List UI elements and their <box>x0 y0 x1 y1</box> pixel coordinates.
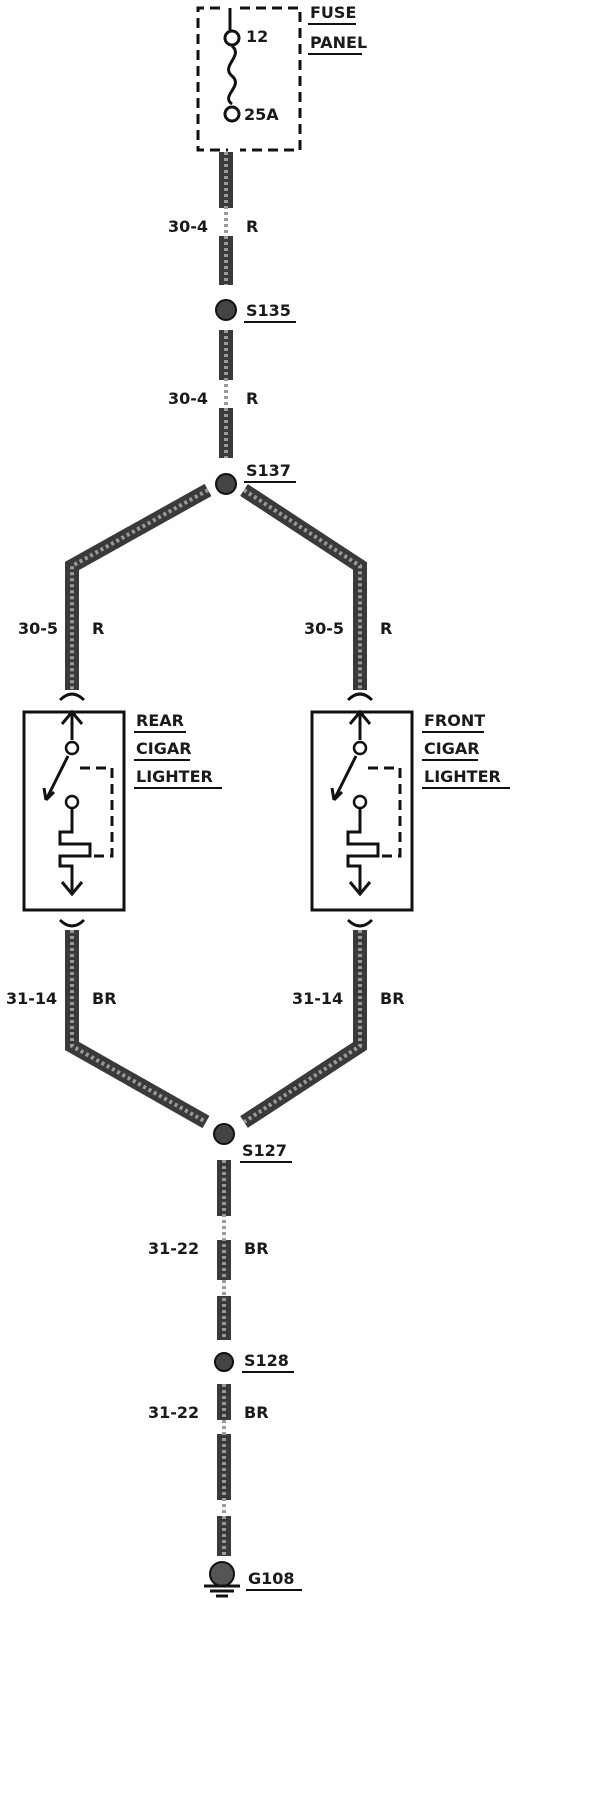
wire-31-14-left-color: BR <box>92 989 117 1008</box>
fuse-terminal-bottom <box>223 105 241 123</box>
ground-icon <box>209 1561 235 1587</box>
wire-30-4-upper: 30-4 R <box>168 152 258 285</box>
front-switch-arm-icon <box>332 755 358 801</box>
front-connector-top-icon <box>346 692 374 702</box>
fuse-rating: 25A <box>244 105 279 124</box>
wire-30-5-left: 30-5 R <box>18 483 212 690</box>
wire-31-14-right-color: BR <box>380 989 405 1008</box>
front-heating-element-icon <box>346 808 380 892</box>
wire-31-22-lower-circuit: 31-22 <box>148 1403 199 1422</box>
wire-31-14-left: 31-14 BR <box>6 930 210 1129</box>
rear-lighter-line3: LIGHTER <box>136 767 213 786</box>
wire-31-22-upper-circuit: 31-22 <box>148 1239 199 1258</box>
front-connector-bottom-icon <box>346 918 374 928</box>
wire-30-5-left-color: R <box>92 619 104 638</box>
wire-31-22-upper: 31-22 BR <box>148 1160 269 1340</box>
wire-31-22-lower-color: BR <box>244 1403 269 1422</box>
fuse-panel-title-line1: FUSE <box>310 3 356 22</box>
wire-31-14-right-circuit: 31-14 <box>292 989 343 1008</box>
wire-30-5-right-color: R <box>380 619 392 638</box>
wire-31-14-right: 31-14 BR <box>240 930 405 1128</box>
ground-g108: G108 <box>204 1561 302 1598</box>
wire-30-4-upper-circuit: 30-4 <box>168 217 208 236</box>
wire-31-22-lower: 31-22 BR <box>148 1384 269 1556</box>
front-lighter-line3: LIGHTER <box>424 767 501 786</box>
rear-lighter-line2: CIGAR <box>136 739 192 758</box>
wire-30-5-left-circuit: 30-5 <box>18 619 58 638</box>
rear-connector-top-icon <box>58 692 86 702</box>
splice-s137: S137 <box>215 461 296 495</box>
splice-s128-label: S128 <box>244 1351 289 1370</box>
rear-cigar-lighter: REAR CIGAR LIGHTER <box>22 692 222 928</box>
rear-lighter-line1: REAR <box>136 711 184 730</box>
wire-30-4-lower-circuit: 30-4 <box>168 389 208 408</box>
splice-s127: S127 <box>213 1123 292 1163</box>
fuse-panel-title-line2: PANEL <box>310 33 367 52</box>
ground-label: G108 <box>248 1569 295 1588</box>
fuse-terminal-top <box>223 29 241 47</box>
wire-30-4-upper-color: R <box>246 217 258 236</box>
wire-30-5-right-circuit: 30-5 <box>304 619 344 638</box>
splice-s135-label: S135 <box>246 301 291 320</box>
splice-s135: S135 <box>215 299 296 323</box>
wire-31-14-left-circuit: 31-14 <box>6 989 57 1008</box>
wire-30-4-lower: 30-4 R <box>168 330 258 458</box>
splice-s137-label: S137 <box>246 461 291 480</box>
fuse-number: 12 <box>246 27 268 46</box>
wire-31-22-upper-color: BR <box>244 1239 269 1258</box>
front-lighter-line1: FRONT <box>424 711 485 730</box>
front-lighter-line2: CIGAR <box>424 739 480 758</box>
wire-30-5-right: 30-5 R <box>240 484 392 690</box>
fuse-element-icon <box>227 44 237 106</box>
fuse-panel: 12 25A FUSE PANEL <box>196 3 367 152</box>
rear-switch-arm-icon <box>44 755 70 801</box>
front-cigar-lighter: FRONT CIGAR LIGHTER <box>310 692 510 928</box>
wire-30-4-lower-color: R <box>246 389 258 408</box>
splice-s127-label: S127 <box>242 1141 287 1160</box>
splice-s128: S128 <box>214 1351 294 1373</box>
rear-connector-bottom-icon <box>58 918 86 928</box>
rear-heating-element-icon <box>58 808 92 892</box>
